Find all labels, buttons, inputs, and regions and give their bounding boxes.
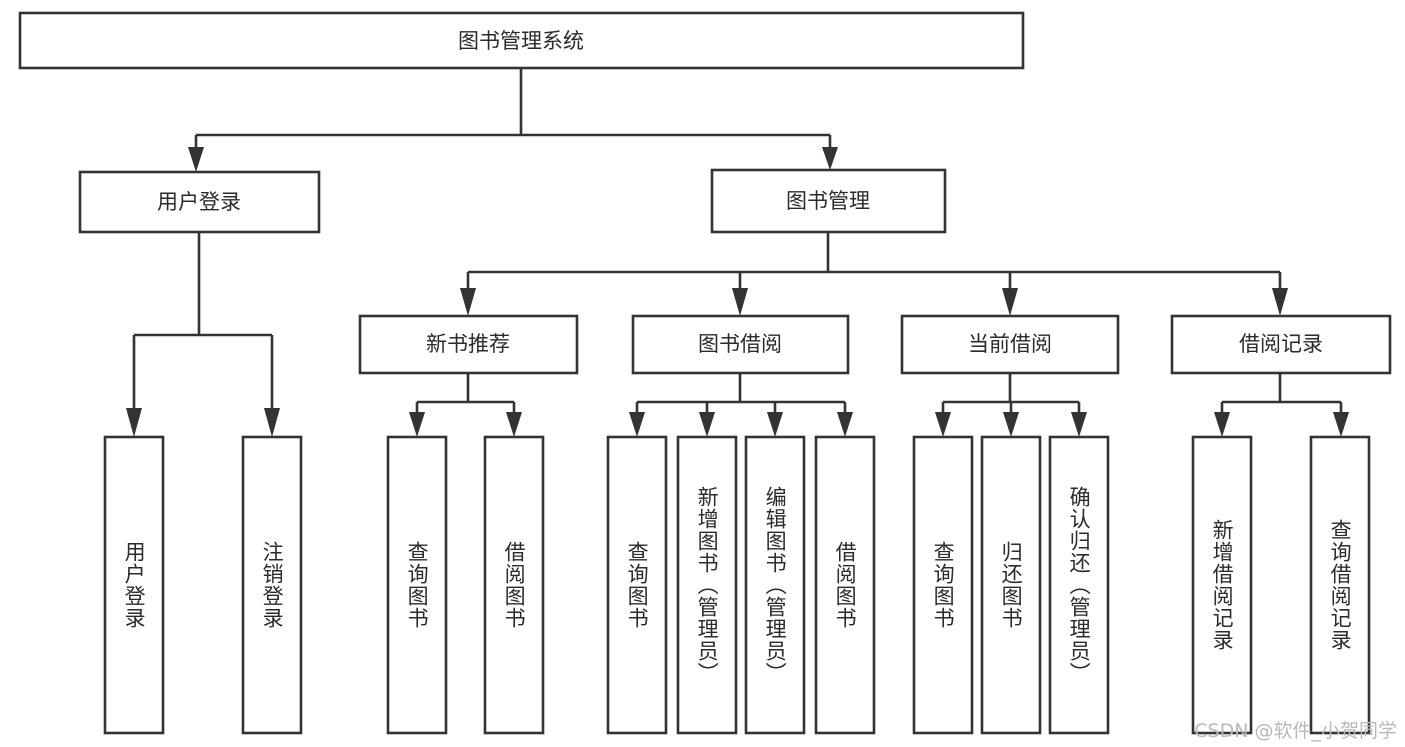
leaf-box[interactable] bbox=[1048, 435, 1110, 735]
node-borrow-record[interactable]: 借阅记录 bbox=[1170, 314, 1392, 375]
node-user-login[interactable]: 用户登录 bbox=[78, 170, 321, 234]
leaf-boxes-new-book-recommend bbox=[386, 435, 545, 735]
connectors-userlogin-to-leaves bbox=[126, 232, 280, 437]
leaf-box[interactable] bbox=[606, 435, 668, 735]
node-new-book-recommend[interactable]: 新书推荐 bbox=[358, 314, 579, 375]
leaf-box[interactable] bbox=[483, 435, 545, 735]
leaf-boxes-current-borrow bbox=[912, 435, 1110, 735]
connectors-currentborrow-to-leaves bbox=[935, 373, 1087, 437]
leaf-box[interactable] bbox=[386, 435, 448, 735]
node-book-borrow[interactable]: 图书借阅 bbox=[631, 314, 850, 375]
node-root[interactable]: 图书管理系统 bbox=[18, 11, 1025, 70]
node-current-borrow-label: 当前借阅 bbox=[968, 332, 1052, 356]
leaf-box[interactable] bbox=[1191, 435, 1253, 735]
leaf-box[interactable] bbox=[676, 435, 738, 735]
node-book-management[interactable]: 图书管理 bbox=[710, 168, 947, 234]
leaf-box[interactable] bbox=[1309, 435, 1371, 735]
connectors-root-to-level2 bbox=[188, 68, 838, 172]
leaf-boxes-book-borrow bbox=[606, 435, 876, 735]
leaf-box[interactable] bbox=[912, 435, 974, 735]
node-borrow-record-label: 借阅记录 bbox=[1239, 332, 1323, 356]
connectors-bookborrow-to-leaves bbox=[629, 373, 853, 437]
leaf-box[interactable] bbox=[744, 435, 806, 735]
node-root-label: 图书管理系统 bbox=[458, 29, 584, 53]
connectors-newbook-to-leaves bbox=[409, 373, 522, 437]
leaf-box[interactable] bbox=[980, 435, 1042, 735]
leaf-box[interactable] bbox=[103, 435, 165, 735]
leaf-boxes-borrow-record bbox=[1191, 435, 1371, 735]
leaf-box[interactable] bbox=[241, 435, 303, 735]
node-current-borrow[interactable]: 当前借阅 bbox=[900, 314, 1120, 375]
connectors-borrowrecord-to-leaves bbox=[1214, 373, 1349, 437]
leaf-box[interactable] bbox=[814, 435, 876, 735]
connectors-bookmgmt-to-level3 bbox=[460, 232, 1288, 316]
node-new-book-recommend-label: 新书推荐 bbox=[426, 332, 510, 356]
node-book-borrow-label: 图书借阅 bbox=[698, 332, 782, 356]
node-book-management-label: 图书管理 bbox=[786, 189, 870, 213]
leaf-boxes-user-login bbox=[103, 435, 303, 735]
node-user-login-label: 用户登录 bbox=[157, 190, 241, 214]
